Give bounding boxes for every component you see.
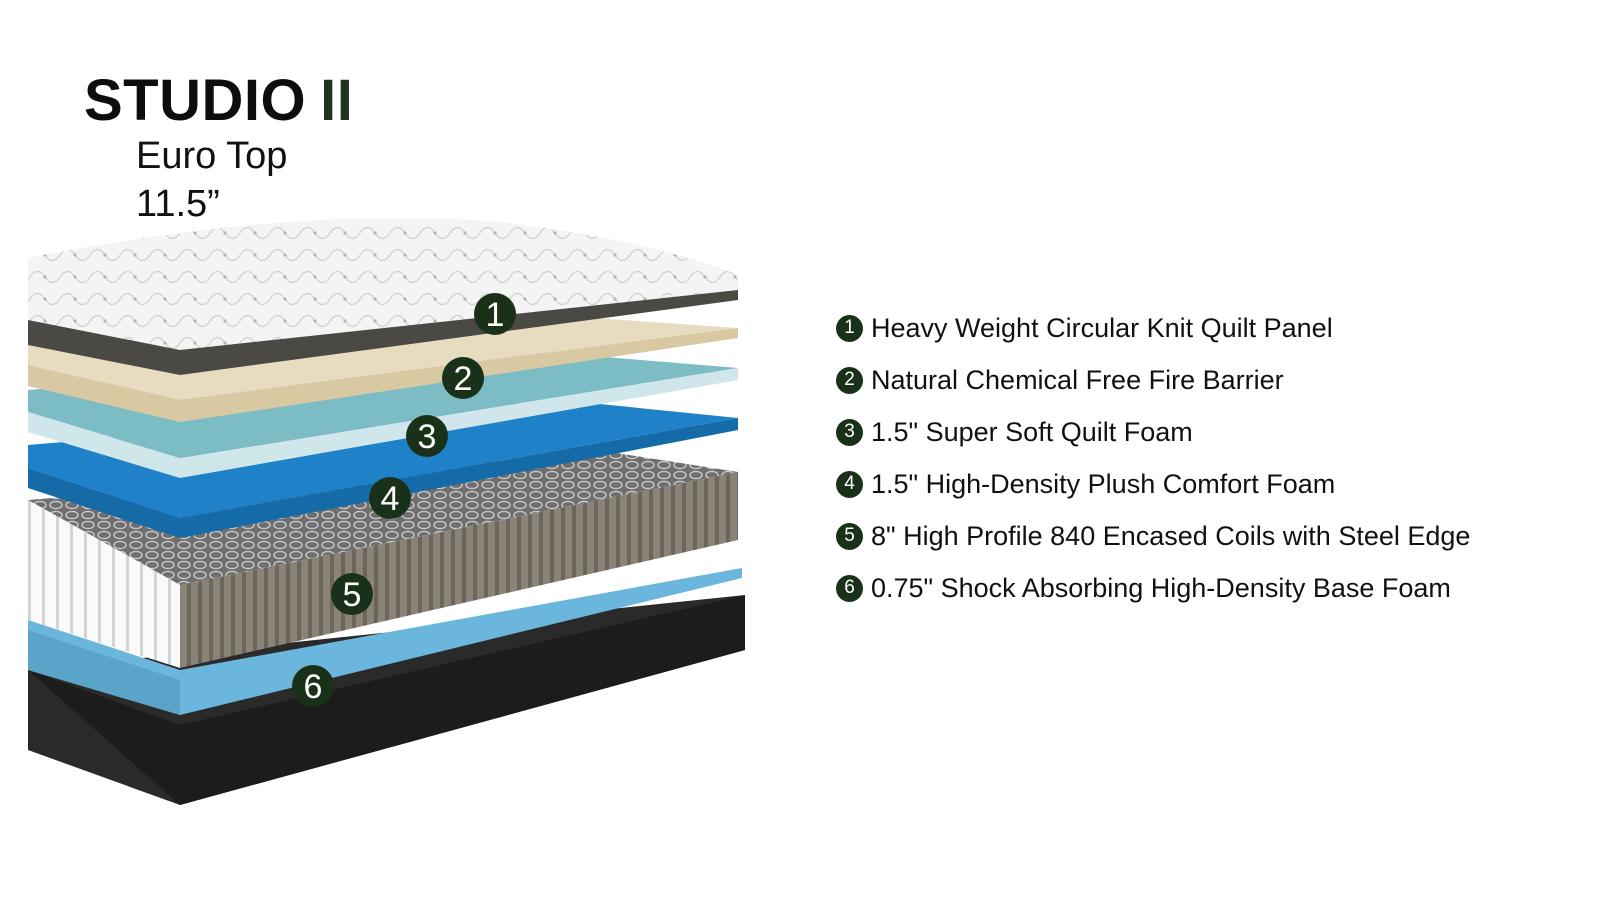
marker-number: 2 <box>454 360 473 398</box>
marker-number: 5 <box>343 576 362 614</box>
feature-item-6: 6 0.75" Shock Absorbing High-Density Bas… <box>836 562 1470 614</box>
layer-number-badge: 6 <box>836 575 863 602</box>
layer-2-marker: 2 <box>442 357 484 399</box>
feature-label: 0.75" Shock Absorbing High-Density Base … <box>871 573 1451 604</box>
feature-label: Heavy Weight Circular Knit Quilt Panel <box>871 313 1333 344</box>
layer-number-badge: 2 <box>836 367 863 394</box>
feature-item-1: 1 Heavy Weight Circular Knit Quilt Panel <box>836 302 1470 354</box>
layer-4-marker: 4 <box>369 477 411 519</box>
model-number: II <box>320 68 353 133</box>
layer-3-marker: 3 <box>406 415 448 457</box>
feature-label: 1.5" Super Soft Quilt Foam <box>871 417 1193 448</box>
feature-item-5: 5 8" High Profile 840 Encased Coils with… <box>836 510 1470 562</box>
layer-1-marker: 1 <box>474 293 516 335</box>
marker-number: 4 <box>381 480 400 518</box>
feature-label: 1.5" High-Density Plush Comfort Foam <box>871 469 1335 500</box>
layer-6-marker: 6 <box>292 665 334 707</box>
feature-item-4: 4 1.5" High-Density Plush Comfort Foam <box>836 458 1470 510</box>
feature-label: Natural Chemical Free Fire Barrier <box>871 365 1284 396</box>
layer-number-badge: 5 <box>836 523 863 550</box>
feature-item-2: 2 Natural Chemical Free Fire Barrier <box>836 354 1470 406</box>
layer-number-badge: 3 <box>836 419 863 446</box>
brand-name: STUDIO <box>84 68 306 133</box>
marker-number: 6 <box>304 668 323 706</box>
marker-number: 3 <box>418 418 437 456</box>
product-subtitle: Euro Top <box>136 134 287 180</box>
layer-number-badge: 1 <box>836 315 863 342</box>
layer-5-marker: 5 <box>331 573 373 615</box>
feature-label: 8" High Profile 840 Encased Coils with S… <box>871 521 1470 552</box>
feature-item-3: 3 1.5" Super Soft Quilt Foam <box>836 406 1470 458</box>
marker-number: 1 <box>486 296 505 334</box>
layer-number-badge: 4 <box>836 471 863 498</box>
feature-list: 1 Heavy Weight Circular Knit Quilt Panel… <box>836 302 1470 614</box>
